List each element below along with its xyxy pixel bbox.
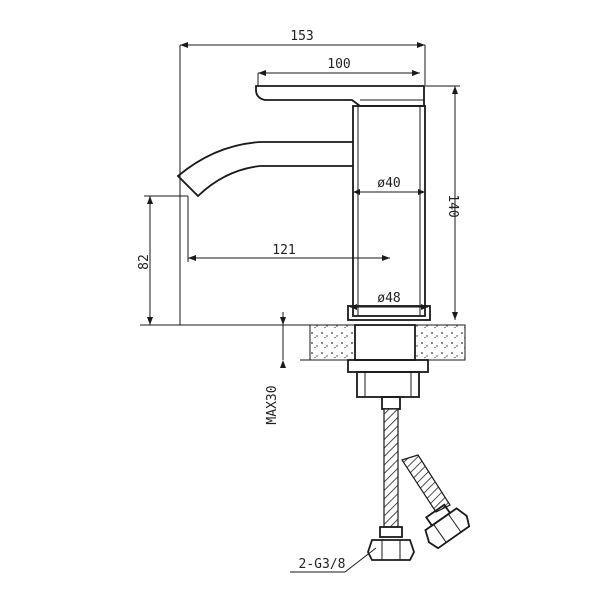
dimension-overall-width (179, 42, 426, 325)
body-height-label: 140 (445, 194, 460, 217)
dimension-base-diameter (350, 304, 428, 310)
spout-reach-label: 121 (272, 243, 295, 258)
spout (176, 141, 353, 198)
countertop-section (140, 324, 466, 361)
flexible-hose-left (367, 396, 415, 561)
dimension-spout-reach (187, 196, 390, 262)
dimension-body-diameter (353, 189, 425, 195)
dimension-lever-length (257, 70, 420, 86)
max-deck-thickness-label: MAX30 (265, 385, 280, 424)
connection-thread-label: 2-G3/8 (299, 557, 346, 572)
connection-thread-leader (290, 547, 377, 573)
body-diameter-label: ø40 (377, 176, 400, 191)
faucet-body (347, 105, 431, 321)
flexible-hose-right (401, 454, 471, 550)
dimension-body-height (425, 85, 460, 320)
spout-height-label: 82 (137, 254, 152, 270)
overall-width-label: 153 (290, 29, 313, 44)
dimension-max-deck-thickness (280, 312, 286, 368)
lever-length-label: 100 (327, 57, 350, 72)
base-diameter-label: ø48 (377, 291, 400, 306)
dimension-spout-height (144, 195, 188, 325)
lever-handle (255, 85, 425, 107)
